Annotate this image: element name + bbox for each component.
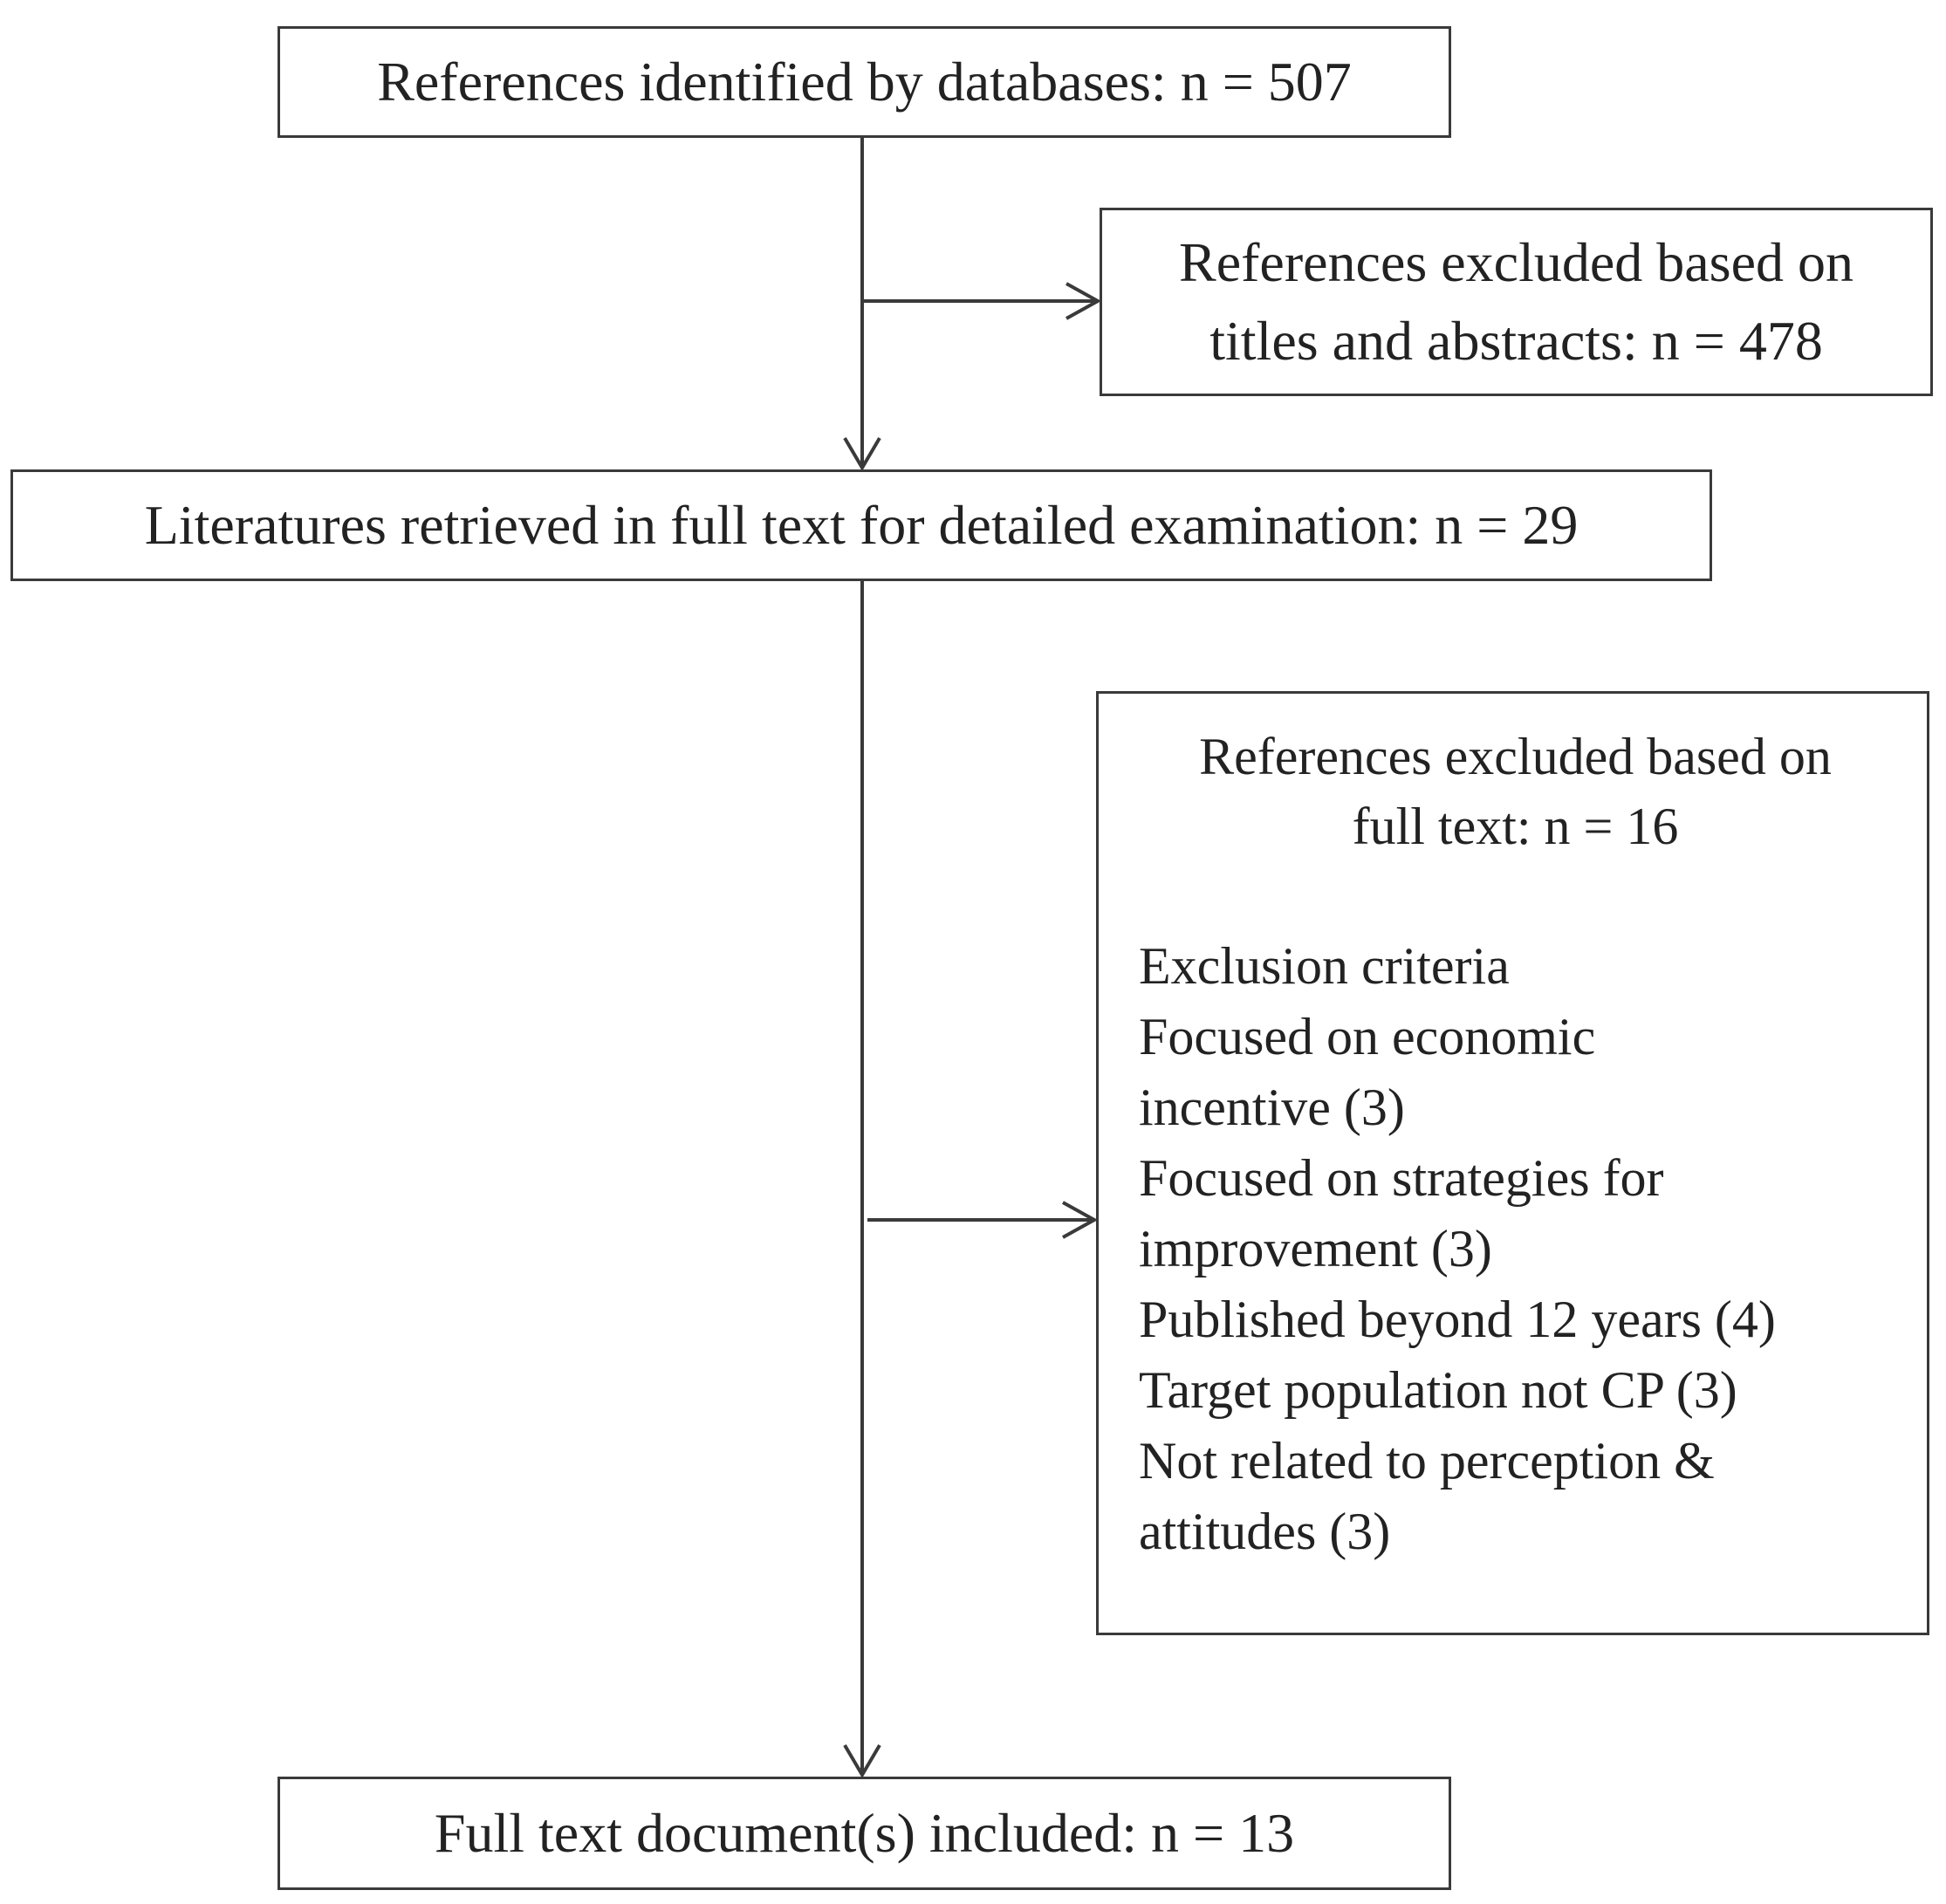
criteria-line: Published beyond 12 years (4) [1139,1291,1776,1348]
exclusion-criteria-list: Exclusion criteria Focused on economic i… [1139,931,1892,1567]
criteria-line: Target population not CP (3) [1139,1361,1737,1419]
excluded-fulltext-box: References excluded based on full text: … [1096,691,1929,1635]
included-text: Full text document(s) included: n = 13 [434,1802,1295,1864]
excluded-titles-box: References excluded based on titles and … [1100,208,1933,396]
exclusion-criteria-title: Exclusion criteria [1139,937,1510,995]
included-box: Full text document(s) included: n = 13 [278,1777,1451,1890]
identified-text: References identified by databases: n = … [377,51,1352,113]
arrowhead-retrieved [843,436,881,471]
arrowhead-excluded-fulltext [1062,1201,1099,1239]
criteria-line: Focused on strategies for [1139,1149,1664,1207]
excluded-titles-line-1: References excluded based on [1179,231,1853,293]
excluded-fulltext-heading-line-2: full text: n = 16 [1352,798,1679,855]
arrowhead-excluded-titles [1066,282,1102,320]
arrowhead-included [843,1743,881,1778]
excluded-fulltext-heading-line-1: References excluded based on [1199,728,1832,785]
criteria-line: attitudes (3) [1139,1503,1391,1560]
criteria-line: Focused on economic [1139,1008,1596,1065]
excluded-titles-line-2: titles and abstracts: n = 478 [1209,310,1823,372]
retrieved-box: Literatures retrieved in full text for d… [10,469,1712,581]
identified-box: References identified by databases: n = … [278,26,1451,138]
criteria-line: Not related to perception & [1139,1432,1715,1490]
excluded-fulltext-heading: References excluded based on full text: … [1139,722,1892,861]
criteria-line: improvement (3) [1139,1220,1492,1277]
criteria-line: incentive (3) [1139,1079,1405,1136]
retrieved-text: Literatures retrieved in full text for d… [144,494,1579,556]
